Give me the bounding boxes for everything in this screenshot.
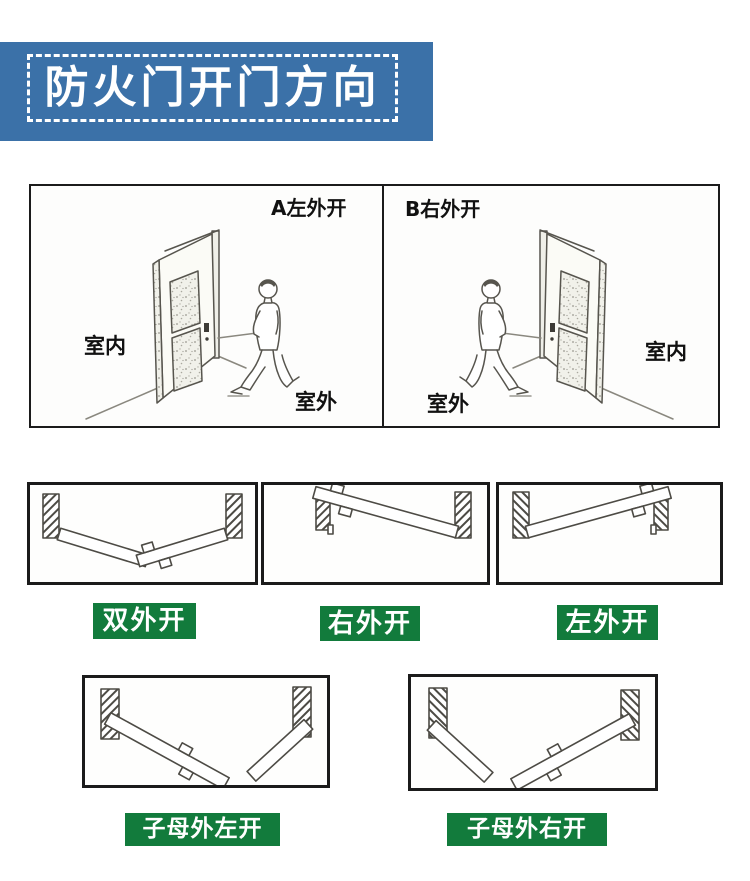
schematic-mother-child-left bbox=[82, 675, 330, 788]
schematic-left-outward bbox=[496, 482, 723, 585]
panel-divider bbox=[382, 186, 384, 426]
schematic-label-mother-child-right: 子母外右开 bbox=[447, 813, 607, 846]
schematic-double-outward bbox=[27, 482, 258, 585]
right-door-plan-icon bbox=[309, 485, 472, 547]
left-door-plan-icon bbox=[512, 485, 675, 547]
schematic-right-outward bbox=[261, 482, 490, 585]
schematic-label-right-outward: 右外开 bbox=[320, 606, 420, 641]
schematic-label-double-outward: 双外开 bbox=[93, 603, 196, 639]
double-door-plan-icon bbox=[42, 493, 243, 570]
title-banner: 防火门开门方向 bbox=[0, 42, 433, 141]
mother-child-left-plan-icon bbox=[99, 686, 314, 785]
title-dashed-frame: 防火门开门方向 bbox=[27, 54, 398, 122]
panel-a-label: A左外开 bbox=[271, 196, 347, 220]
panel-b-indoor-label: 室内 bbox=[645, 340, 687, 364]
panel-b-label: B右外开 bbox=[405, 197, 481, 221]
schematic-label-left-outward: 左外开 bbox=[557, 605, 658, 640]
schematic-mother-child-right bbox=[408, 674, 658, 791]
panel-b-outdoor-label: 室外 bbox=[427, 392, 469, 416]
mother-child-right-plan-icon bbox=[426, 687, 641, 788]
panel-b-open-door-illustration bbox=[459, 229, 674, 420]
page-title: 防火门开门方向 bbox=[44, 62, 381, 113]
panel-a-indoor-label: 室内 bbox=[84, 334, 126, 358]
direction-diagram-box: A左外开 室内 室外 B右外开 室内 室外 bbox=[29, 184, 720, 428]
schematic-label-mother-child-left: 子母外左开 bbox=[125, 813, 280, 846]
panel-a-outdoor-label: 室外 bbox=[295, 390, 337, 414]
